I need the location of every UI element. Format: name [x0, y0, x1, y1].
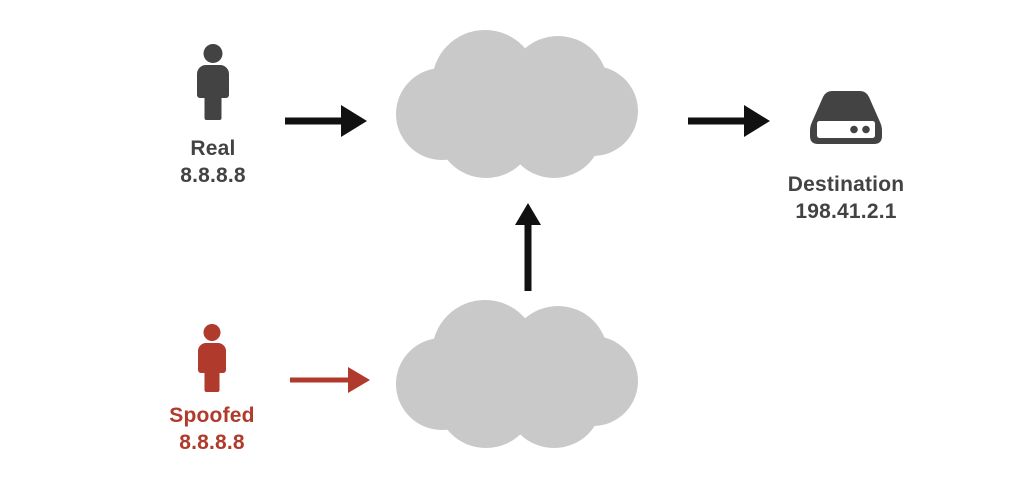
destination-label: Destination 198.41.2.1 — [746, 172, 946, 226]
cloud-body — [420, 346, 610, 416]
arrow-cloud-to-destination — [688, 105, 770, 137]
arrow-head — [341, 105, 367, 137]
person-torso — [197, 65, 229, 98]
spoofed-host-name: Spoofed — [169, 404, 255, 427]
person-legs — [204, 95, 222, 120]
spoofed-host-ip: 8.8.8.8 — [179, 430, 245, 454]
server-icon-destination — [808, 88, 884, 150]
arrow-head — [348, 367, 370, 393]
person-head — [203, 44, 223, 63]
arrow-shaft — [290, 377, 352, 383]
arrow-shaft — [524, 223, 532, 291]
person-torso — [198, 343, 226, 373]
person-legs — [204, 370, 220, 392]
arrow-head — [744, 105, 770, 137]
person-icon-spoofed — [194, 324, 230, 392]
arrow-head — [515, 203, 541, 225]
destination-name: Destination — [787, 173, 905, 196]
arrow-spoofed-to-cloud — [290, 367, 370, 393]
arrow-shaft — [285, 117, 347, 125]
cloud-icon-lower — [396, 296, 638, 448]
real-host-name: Real — [190, 137, 236, 160]
spoofed-host-label: Spoofed 8.8.8.8 — [112, 403, 312, 457]
server-glyph — [810, 91, 882, 144]
real-host-ip: 8.8.8.8 — [180, 163, 246, 187]
real-host-label: Real 8.8.8.8 — [113, 136, 313, 190]
destination-ip: 198.41.2.1 — [795, 199, 897, 223]
cloud-body — [420, 76, 610, 146]
person-icon-real — [193, 44, 233, 120]
arrow-lower-cloud-to-upper-cloud — [512, 203, 544, 291]
arrow-shaft — [688, 117, 750, 125]
person-head — [203, 324, 221, 341]
arrow-real-to-cloud — [285, 105, 367, 137]
cloud-icon-upper — [396, 26, 638, 178]
